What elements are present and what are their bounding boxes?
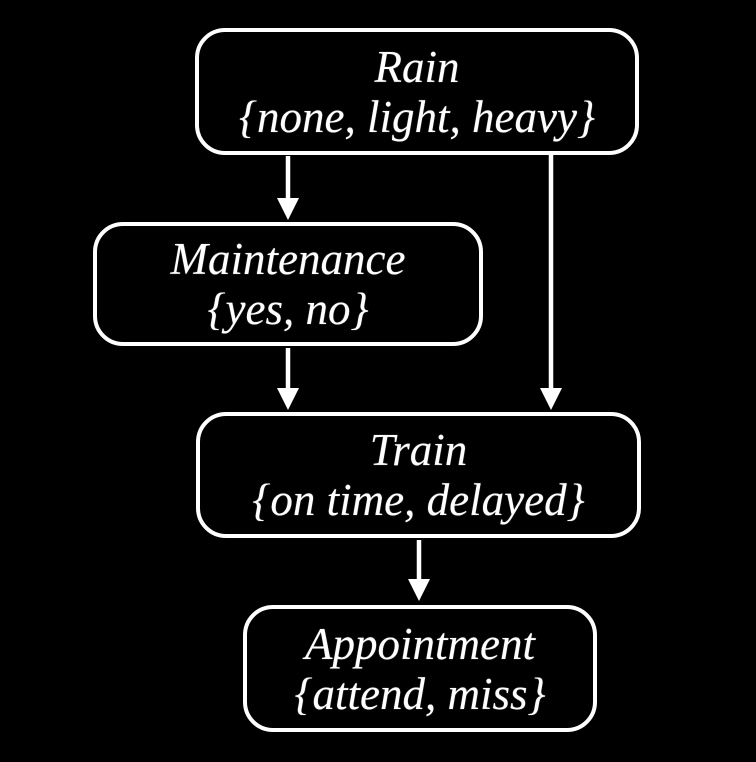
node-maintenance: Maintenance {yes, no} — [93, 222, 483, 346]
node-appointment-domain: {attend, miss} — [294, 668, 546, 719]
node-appointment: Appointment {attend, miss} — [243, 605, 597, 732]
node-rain: Rain {none, light, heavy} — [195, 28, 639, 155]
arrowhead-train-appointment — [408, 579, 430, 601]
edge-train-appointment — [408, 540, 430, 601]
node-train-label: Train — [369, 425, 468, 475]
node-rain-domain: {none, light, heavy} — [239, 91, 595, 142]
node-rain-label: Rain — [374, 41, 460, 92]
node-maintenance-domain: {yes, no} — [207, 284, 369, 334]
edge-maintenance-train — [277, 348, 299, 410]
edge-rain-maintenance — [277, 156, 299, 220]
node-maintenance-label: Maintenance — [170, 234, 406, 284]
arrowhead-maintenance-train — [277, 388, 299, 410]
node-train: Train {on time, delayed} — [196, 412, 641, 538]
node-train-domain: {on time, delayed} — [252, 475, 585, 525]
arrowhead-rain-train — [540, 388, 562, 410]
arrowhead-rain-maintenance — [277, 198, 299, 220]
edge-rain-train — [540, 155, 562, 410]
node-appointment-label: Appointment — [305, 618, 535, 669]
